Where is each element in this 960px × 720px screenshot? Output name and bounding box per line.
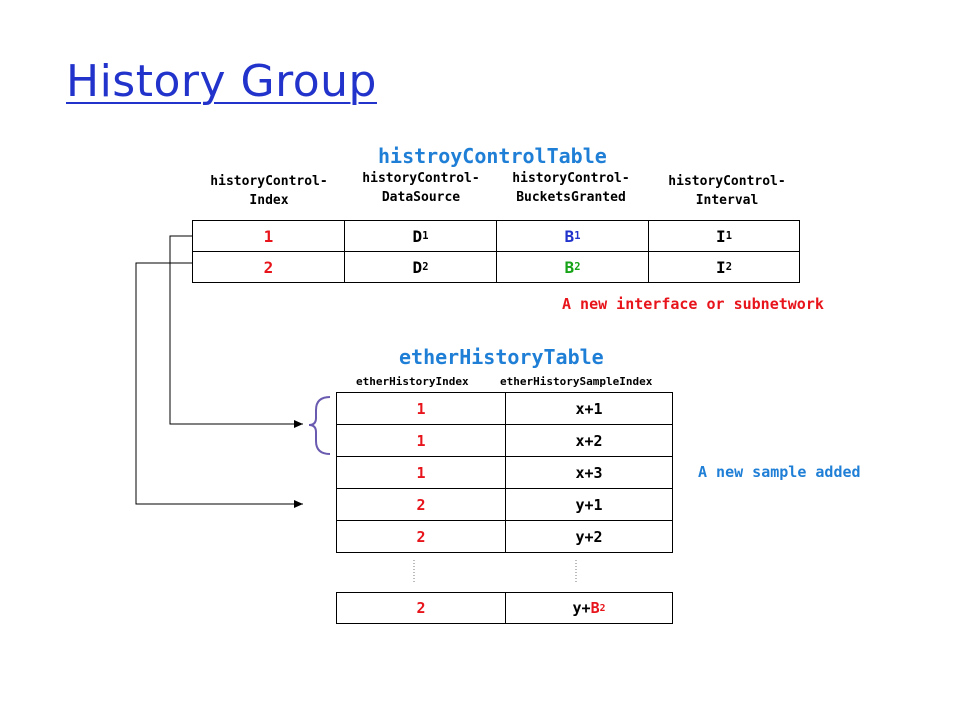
control-col-header-buckets: historyControl-BucketsGranted bbox=[512, 171, 630, 205]
ether-last-row-index: 2 bbox=[336, 592, 506, 624]
page-title: History Group bbox=[66, 56, 377, 107]
ether-table-title: etherHistoryTable bbox=[399, 345, 604, 369]
ether-row4-index: 2 bbox=[336, 488, 506, 521]
note-new-interface: A new interface or subnetwork bbox=[562, 295, 824, 313]
ether-row4-sample: y+1 bbox=[505, 488, 673, 521]
ether-row2-index: 1 bbox=[336, 424, 506, 457]
ether-row5-index: 2 bbox=[336, 520, 506, 553]
ether-row3-index: 1 bbox=[336, 456, 506, 489]
control-col-header-index: historyControl-Index bbox=[210, 174, 328, 208]
connector-row1-arrow bbox=[169, 235, 303, 428]
ether-col-header-sample: etherHistorySampleIndex bbox=[500, 375, 653, 388]
ether-row2-sample: x+2 bbox=[505, 424, 673, 457]
control-col-header-datasource: historyControl-DataSource bbox=[362, 171, 480, 205]
ether-row1-sample: x+1 bbox=[505, 392, 673, 425]
note-new-sample: A new sample added bbox=[698, 463, 861, 481]
ether-row1-index: 1 bbox=[336, 392, 506, 425]
connector-row2-arrow bbox=[135, 262, 303, 508]
ether-col-header-index: etherHistoryIndex bbox=[356, 375, 469, 388]
control-col-header-interval: historyControl-Interval bbox=[668, 174, 786, 208]
control-row1-index: 1 bbox=[192, 220, 345, 252]
brace-shape bbox=[308, 396, 331, 455]
control-row2-index: 2 bbox=[192, 251, 345, 283]
control-table-title: histroyControlTable bbox=[378, 144, 607, 168]
ether-row3-sample: x+3 bbox=[505, 456, 673, 489]
ether-row5-sample: y+2 bbox=[505, 520, 673, 553]
